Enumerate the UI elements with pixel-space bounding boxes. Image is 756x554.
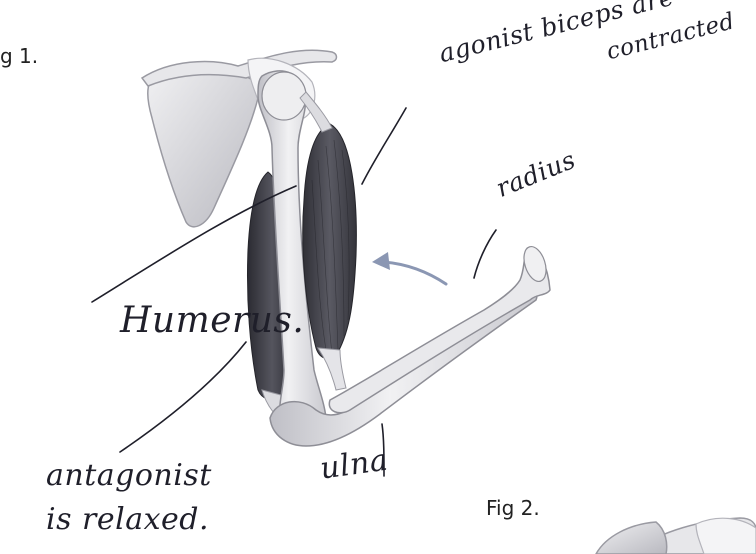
agonist-leader: [362, 108, 406, 184]
humerus-annotation: Humerus.: [120, 300, 304, 341]
radius-leader: [474, 230, 496, 278]
antagonist-leader: [120, 342, 246, 452]
antagonist-annotation-line1: antagonist: [46, 458, 212, 493]
biceps-tendon-lower: [318, 348, 346, 390]
flexion-arrow-head: [372, 252, 390, 270]
fig2-label: Fig 2.: [486, 496, 540, 520]
fig2-scapula: [596, 522, 667, 554]
scapula: [148, 72, 259, 227]
fig2-shoulder-cap: [696, 518, 756, 554]
flexion-arrow: [384, 262, 446, 284]
antagonist-annotation-line2: is relaxed.: [46, 502, 209, 537]
fig1-label: g 1.: [0, 44, 38, 68]
radius-bone: [329, 248, 550, 413]
biceps-muscle: [303, 124, 357, 358]
humerus-head: [262, 72, 306, 120]
